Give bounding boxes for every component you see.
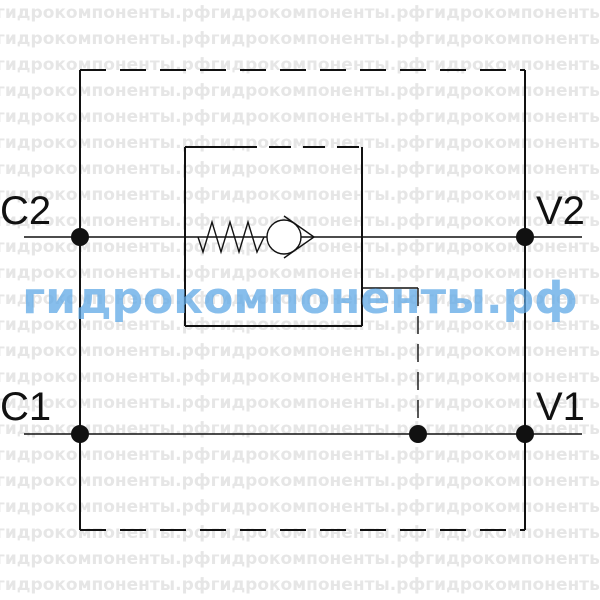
watermark-row: гидрокомпоненты.рфгидрокомпоненты.рфгидр… [0, 159, 600, 179]
watermark-main: гидрокомпоненты.рф [22, 273, 578, 324]
watermark-row: гидрокомпоненты.рфгидрокомпоненты.рфгидр… [0, 133, 600, 153]
junction-v2 [516, 228, 534, 246]
check-valve-symbol [197, 215, 316, 259]
watermark-row: гидрокомпоненты.рфгидрокомпоненты.рфгидр… [0, 367, 600, 387]
watermark-row: гидрокомпоненты.рфгидрокомпоненты.рфгидр… [0, 523, 600, 543]
outer-enclosure [80, 69, 525, 531]
watermark-row: гидрокомпоненты.рфгидрокомпоненты.рфгидр… [0, 393, 600, 413]
watermark-row: гидрокомпоненты.рфгидрокомпоненты.рфгидр… [0, 445, 600, 465]
watermark-row: гидрокомпоненты.рфгидрокомпоненты.рфгидр… [0, 575, 600, 595]
port-label-c2: C2 [0, 189, 51, 233]
watermark-row: гидрокомпоненты.рфгидрокомпоненты.рфгидр… [0, 81, 600, 101]
port-label-c1: C1 [0, 385, 51, 429]
watermark-row: гидрокомпоненты.рфгидрокомпоненты.рфгидр… [0, 471, 600, 491]
junction-c1 [71, 425, 89, 443]
watermark-row: гидрокомпоненты.рфгидрокомпоненты.рфгидр… [0, 341, 600, 361]
junction-v1 [516, 425, 534, 443]
port-labels: C2 C1 V2 V1 [0, 189, 585, 429]
watermark-row: гидрокомпоненты.рфгидрокомпоненты.рфгидр… [0, 549, 600, 569]
watermark-row: гидрокомпоненты.рфгидрокомпоненты.рфгидр… [0, 107, 600, 127]
junction-c2 [71, 228, 89, 246]
port-label-v1: V1 [536, 385, 585, 429]
watermark-pattern: гидрокомпоненты.рфгидрокомпоненты.рфгидр… [0, 3, 600, 595]
flow-lines [24, 236, 582, 435]
watermark-row: гидрокомпоненты.рфгидрокомпоненты.рфгидр… [0, 263, 600, 283]
watermark-row: гидрокомпоненты.рфгидрокомпоненты.рфгидр… [0, 29, 600, 49]
port-label-v2: V2 [536, 189, 585, 233]
watermark-row: гидрокомпоненты.рфгидрокомпоненты.рфгидр… [0, 185, 600, 205]
pilot-line [362, 287, 419, 434]
valve-seat-icon [283, 215, 316, 259]
junction-pilot [409, 425, 427, 443]
watermark-row: гидрокомпоненты.рфгидрокомпоненты.рфгидр… [0, 211, 600, 231]
watermark-row: гидрокомпоненты.рфгидрокомпоненты.рфгидр… [0, 55, 600, 75]
watermark-row: гидрокомпоненты.рфгидрокомпоненты.рфгидр… [0, 497, 600, 517]
watermark-row: гидрокомпоненты.рфгидрокомпоненты.рфгидр… [0, 3, 600, 23]
watermark-row: гидрокомпоненты.рфгидрокомпоненты.рфгидр… [0, 419, 600, 439]
watermark-row: гидрокомпоненты.рфгидрокомпоненты.рфгидр… [0, 289, 600, 309]
junction-dots [71, 228, 534, 443]
spring-icon [197, 219, 265, 255]
check-ball-icon [266, 219, 302, 255]
outer-side-edges [79, 70, 526, 530]
